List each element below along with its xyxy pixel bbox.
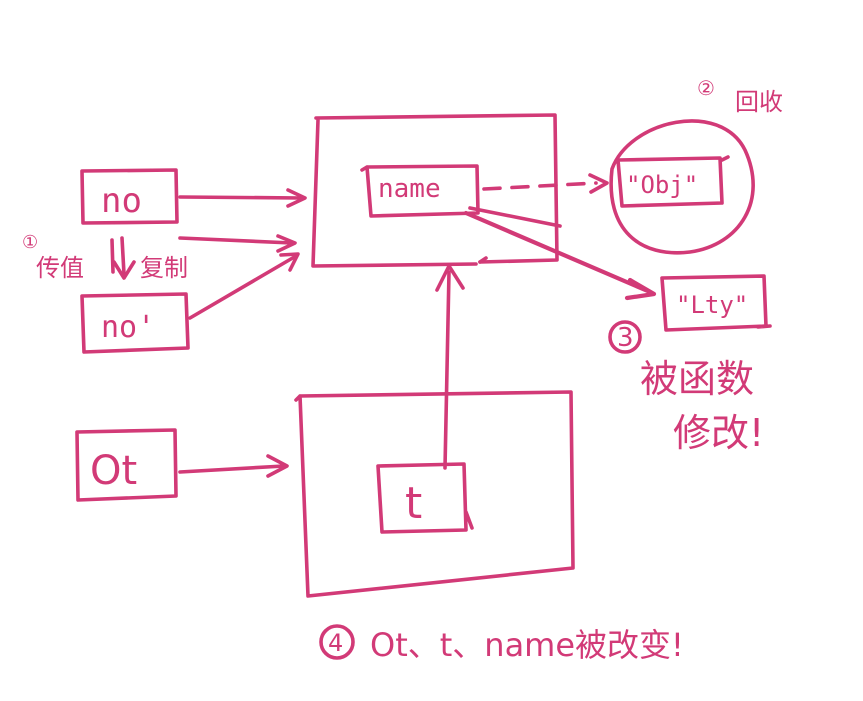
dashed-arrow-name-to-obj	[482, 181, 598, 191]
note-1-text: 传值	[36, 254, 84, 282]
down-arrow-icon	[120, 236, 126, 276]
arrow-name-to-lty	[463, 210, 653, 295]
arrow-head-icon	[435, 264, 465, 292]
note-4-circle	[319, 624, 355, 660]
variable-no-copy-label: no'	[101, 310, 155, 345]
svg-text:4: 4	[328, 629, 343, 657]
arrow-head-icon	[276, 234, 297, 253]
svg-text:3: 3	[617, 323, 634, 353]
note-3-circle	[608, 320, 642, 354]
variable-ot-box: Ot	[75, 428, 178, 502]
arrow-no-copy-to-object	[188, 254, 298, 320]
note-2-number: ②	[697, 76, 715, 100]
object-box-bottom	[294, 390, 575, 598]
lty-string-label: "Lty"	[676, 291, 748, 319]
variable-no-label: no	[101, 181, 142, 221]
note-2: ② 回收	[697, 76, 783, 116]
note-1-number: ①	[22, 232, 38, 253]
note-2-text: 回收	[735, 88, 783, 116]
arrow-ot-to-object	[178, 464, 286, 474]
property-t-label: t	[405, 478, 422, 529]
variable-no-box: no	[80, 168, 179, 225]
variable-no-copy-box: no'	[80, 292, 190, 354]
property-t-box: t	[376, 462, 474, 534]
note-1: ① 传值 复制	[22, 232, 188, 282]
note-1-copy: 复制	[140, 254, 188, 282]
arrow-head-icon	[279, 252, 300, 272]
note-3-line2: 修改!	[673, 411, 764, 455]
object-box-top	[311, 113, 559, 268]
lty-string-box: "Lty"	[660, 274, 772, 332]
note-4: 4 ④ Ot、t、name被改变!	[319, 624, 684, 664]
arrow-no-to-object	[178, 195, 304, 200]
note-3: ③ 3 被函数 修改!	[608, 320, 764, 455]
note-4-text: Ot、t、name被改变!	[370, 626, 684, 664]
arrow-head-icon	[286, 188, 307, 208]
obj-string-label: "Obj"	[626, 171, 698, 199]
obj-string-box: "Obj"	[609, 119, 755, 255]
property-name-box: name	[360, 164, 480, 218]
arrow-t-to-object	[443, 270, 451, 470]
variable-ot-label: Ot	[90, 448, 137, 494]
property-name-label: name	[378, 174, 441, 204]
arrow-head-icon	[624, 277, 657, 301]
arrow-head-icon	[588, 173, 609, 194]
note-3-line1: 被函数	[640, 357, 754, 401]
arrow-no-to-object-2	[178, 236, 294, 245]
arrow-head-icon	[266, 454, 289, 478]
